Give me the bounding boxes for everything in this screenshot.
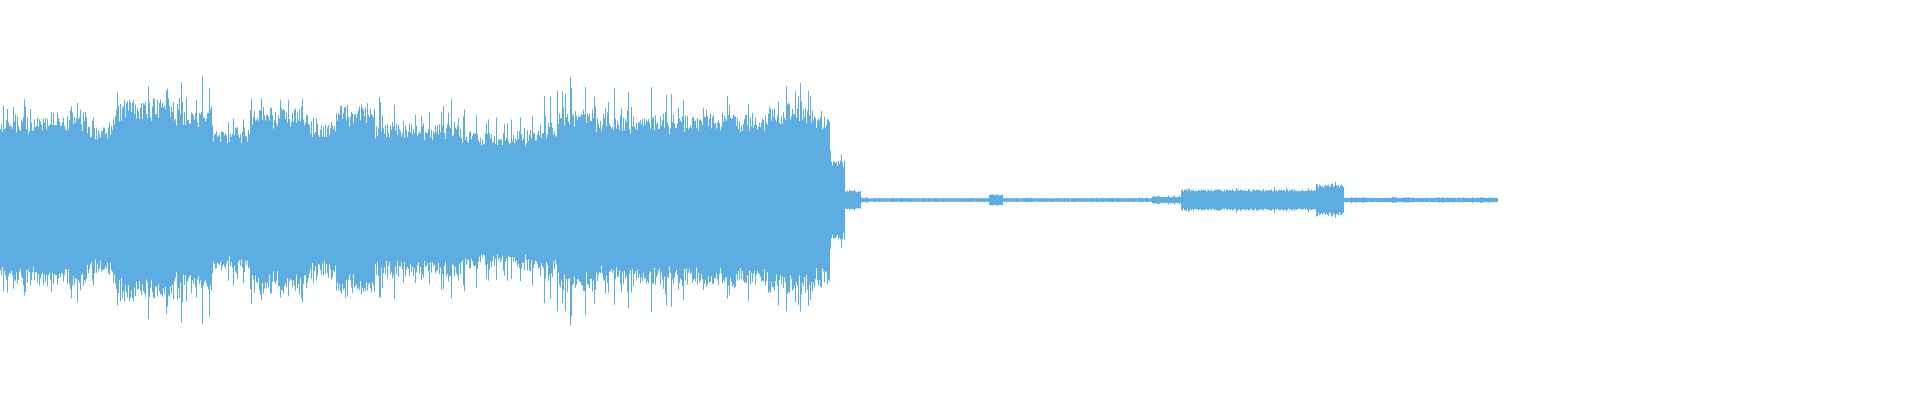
waveform-bars: [0, 76, 1498, 326]
waveform-path: [0, 76, 1498, 326]
